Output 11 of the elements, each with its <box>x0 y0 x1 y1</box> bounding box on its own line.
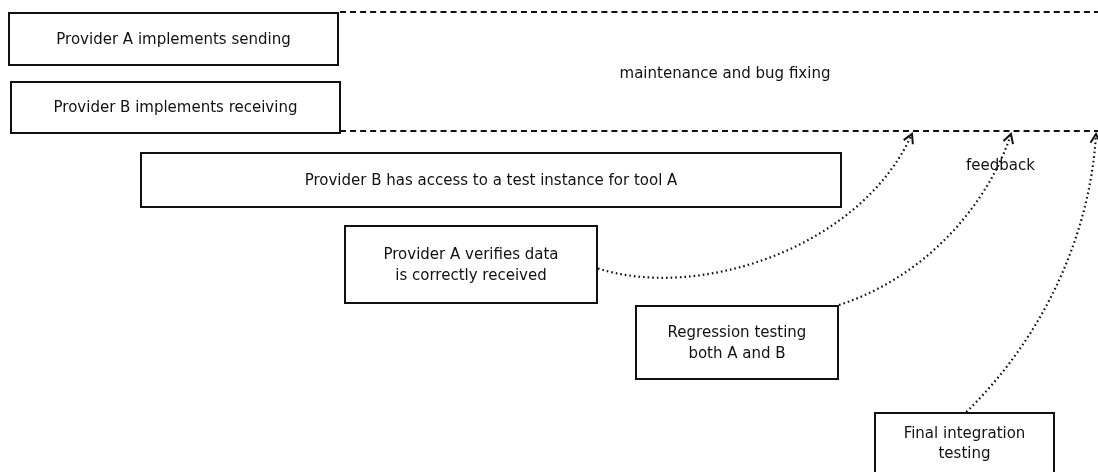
task-box: Provider B has access to a test instance for tool A <box>140 152 842 208</box>
task-box: Provider A implements sending <box>8 12 339 66</box>
dotted-arrow <box>838 133 1014 307</box>
task-box: Final integration testing <box>874 412 1055 472</box>
annotation-text: feedback <box>966 156 1035 174</box>
task-box: Provider A verifies data is correctly received <box>344 225 598 304</box>
dotted-arrow <box>597 133 913 279</box>
dashed-band: maintenance and bug fixing <box>340 11 1098 132</box>
dotted-arrow <box>965 133 1098 413</box>
task-box: Regression testing both A and B <box>635 305 839 380</box>
task-box: Provider B implements receiving <box>10 81 341 134</box>
